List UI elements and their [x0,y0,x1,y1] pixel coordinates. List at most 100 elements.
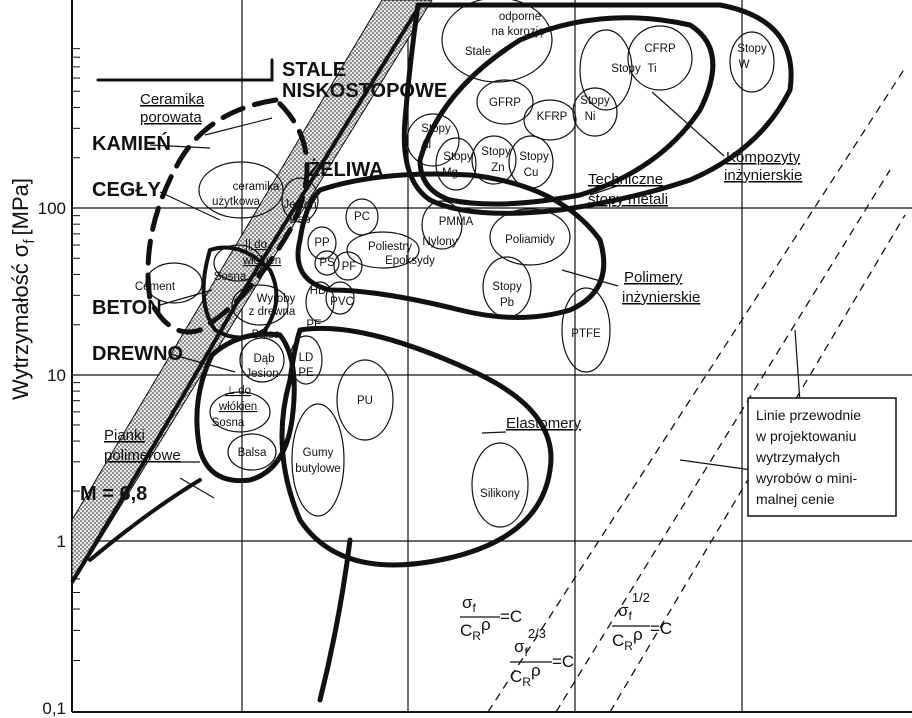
foams-envelope [194,331,297,484]
formula1-num: σf [462,593,477,615]
y-tick-label-10: 10 [47,366,66,385]
label-beton: BETON [92,297,162,319]
mat-poliestry: Poliestry [368,241,412,253]
family-pianki-1: Pianki [104,427,145,444]
mat-sosna-lower: Sosna [212,417,245,429]
mat-stopy-w-2: W [739,59,750,71]
mat-gfrp: GFRP [489,97,521,109]
mat-kfrp: KFRP [537,111,568,123]
mat-pu: PU [357,395,373,407]
guide-line-3 [609,214,906,713]
mat-pmma: PMMA [439,216,474,228]
guide-formula-3: σf1/2 CRρ =C [612,590,672,653]
material-bubbles [145,0,775,528]
mat-stopy-al-1: Stopy [421,123,451,135]
mat-stopy-zn-1: Stopy [481,146,511,158]
family-labels: Ceramika porowata Kompozyty inżynierskie… [104,91,802,464]
mat-stopy-ti-1: Stopy [611,63,641,75]
mat-ceramika-uzytkowa-1: ceramika [233,181,280,193]
mat-stopy-cu-1: Stopy [519,151,549,163]
guide-formula-1: σf CRρ =C [460,593,522,643]
mat-cement: Cement [135,281,176,293]
y-tick-label-100: 100 [38,199,66,218]
family-techniczne-2: stopy metali [588,191,668,208]
legend-line-4: wyrobów o mini- [755,470,857,486]
label-niskostopowe: NISKOSTOPOWE [282,80,447,102]
formula3-den: CRρ [612,625,643,653]
mat-ldpe-2: PE [298,367,314,379]
wood-envelope-line [70,3,422,584]
mat-parallel-1: || do [245,239,267,251]
guide-line-1 [487,67,906,713]
legend-line-3: wytrzymałych [755,449,840,465]
mat-jesion-upper: Jesion [283,199,316,211]
mat-balsa-upper: Balsa [252,329,281,341]
polymers-envelope [295,171,607,320]
mat-stopy-ti-2: Ti [647,63,656,75]
mat-wyroby-1: Wyroby [257,293,296,305]
mat-stopy-mg-1: Stopy [443,151,473,163]
elastomers-lower-tail [317,537,353,703]
mat-poliamidy: Poliamidy [505,234,555,246]
mat-ldpe-1: LD [299,352,314,364]
mat-dab-lower: Dąb [253,353,274,365]
label-drewno: DREWNO [92,343,183,365]
mat-wyroby-2: z drewna [249,306,296,318]
formula1-eq: =C [500,607,522,626]
composites-envelope [417,15,716,207]
family-kompozyty-1: Kompozyty [726,149,801,166]
mat-ceramika-uzytkowa-2: użytkowa [212,196,261,208]
mat-stopy-pb-1: Stopy [492,281,522,293]
guide-lines [487,67,906,713]
mat-stopy-mg-2: Mg [442,167,458,179]
mat-stopy-ni-1: Stopy [580,95,610,107]
family-ceramika-2: porowata [140,109,202,126]
mat-stopy-ni-2: Ni [585,111,596,123]
formula1-den: CRρ [460,615,491,643]
family-techniczne-1: Techniczne [588,171,663,188]
mat-cfrp: CFRP [644,43,676,55]
family-ceramika-1: Ceramika [140,91,205,108]
mat-hdpe-1: HD [310,285,327,297]
formula2-den: CRρ [510,661,541,689]
label-stale: STALE [282,59,346,81]
mat-jesion-lower: Jesion [245,368,278,380]
formula3-eq: =C [650,619,672,638]
mat-pf: PF [342,261,357,273]
guide-formula-2: σf2/3 CRρ =C [510,626,574,689]
y-tick-labels: 100 10 1 0,1 [38,199,66,718]
mat-dab-upper: Dąb [289,214,310,226]
label-zeliwa: ŻELIWA [308,158,384,181]
mat-stopy-pb-2: Pb [500,297,514,309]
mat-parallel-2: włókien [242,255,281,267]
y-tick-label-1: 1 [57,532,66,551]
elastomers-envelope [279,325,554,568]
leader-lines [149,91,801,499]
family-polimery-1: Polimery [624,269,683,286]
mat-epoksydy: Epoksydy [385,255,435,267]
mat-perp-1: ⊥ do [225,385,251,397]
mat-odporne: odporne [499,11,541,23]
legend-line-2: w projektowaniu [755,428,856,444]
wood-envelope [201,245,279,340]
legend-box-text: Linie przewodnie w projektowaniu wytrzym… [755,407,861,507]
mat-balsa-lower: Balsa [238,447,267,459]
mat-ptfe: PTFE [571,328,601,340]
mat-pvc: PVC [330,296,354,308]
mat-stopy-cu-2: Cu [524,167,539,179]
guide-lines-legend-box [747,397,897,517]
family-envelopes [88,2,794,703]
mat-stopy-w-1: Stopy [737,43,767,55]
mat-hdpe-2: PE [306,319,322,331]
formula2-eq: =C [552,652,574,671]
label-m-6-8: M = 6,8 [80,483,147,505]
legend-line-1: Linie przewodnie [756,407,861,423]
stale-bracket [96,58,274,82]
mat-stopy-al-2: Al [421,139,431,151]
mat-na-korozje: na korozję [491,26,544,38]
y-axis-label: Wytrzymałość σf[MPa] [8,178,38,400]
mat-butylowe: butylowe [295,463,340,475]
mat-stale: Stale [465,46,491,58]
bold-labels: STALE NISKOSTOPOWE ŻELIWA KAMIEŃ CEGŁY B… [80,59,447,505]
